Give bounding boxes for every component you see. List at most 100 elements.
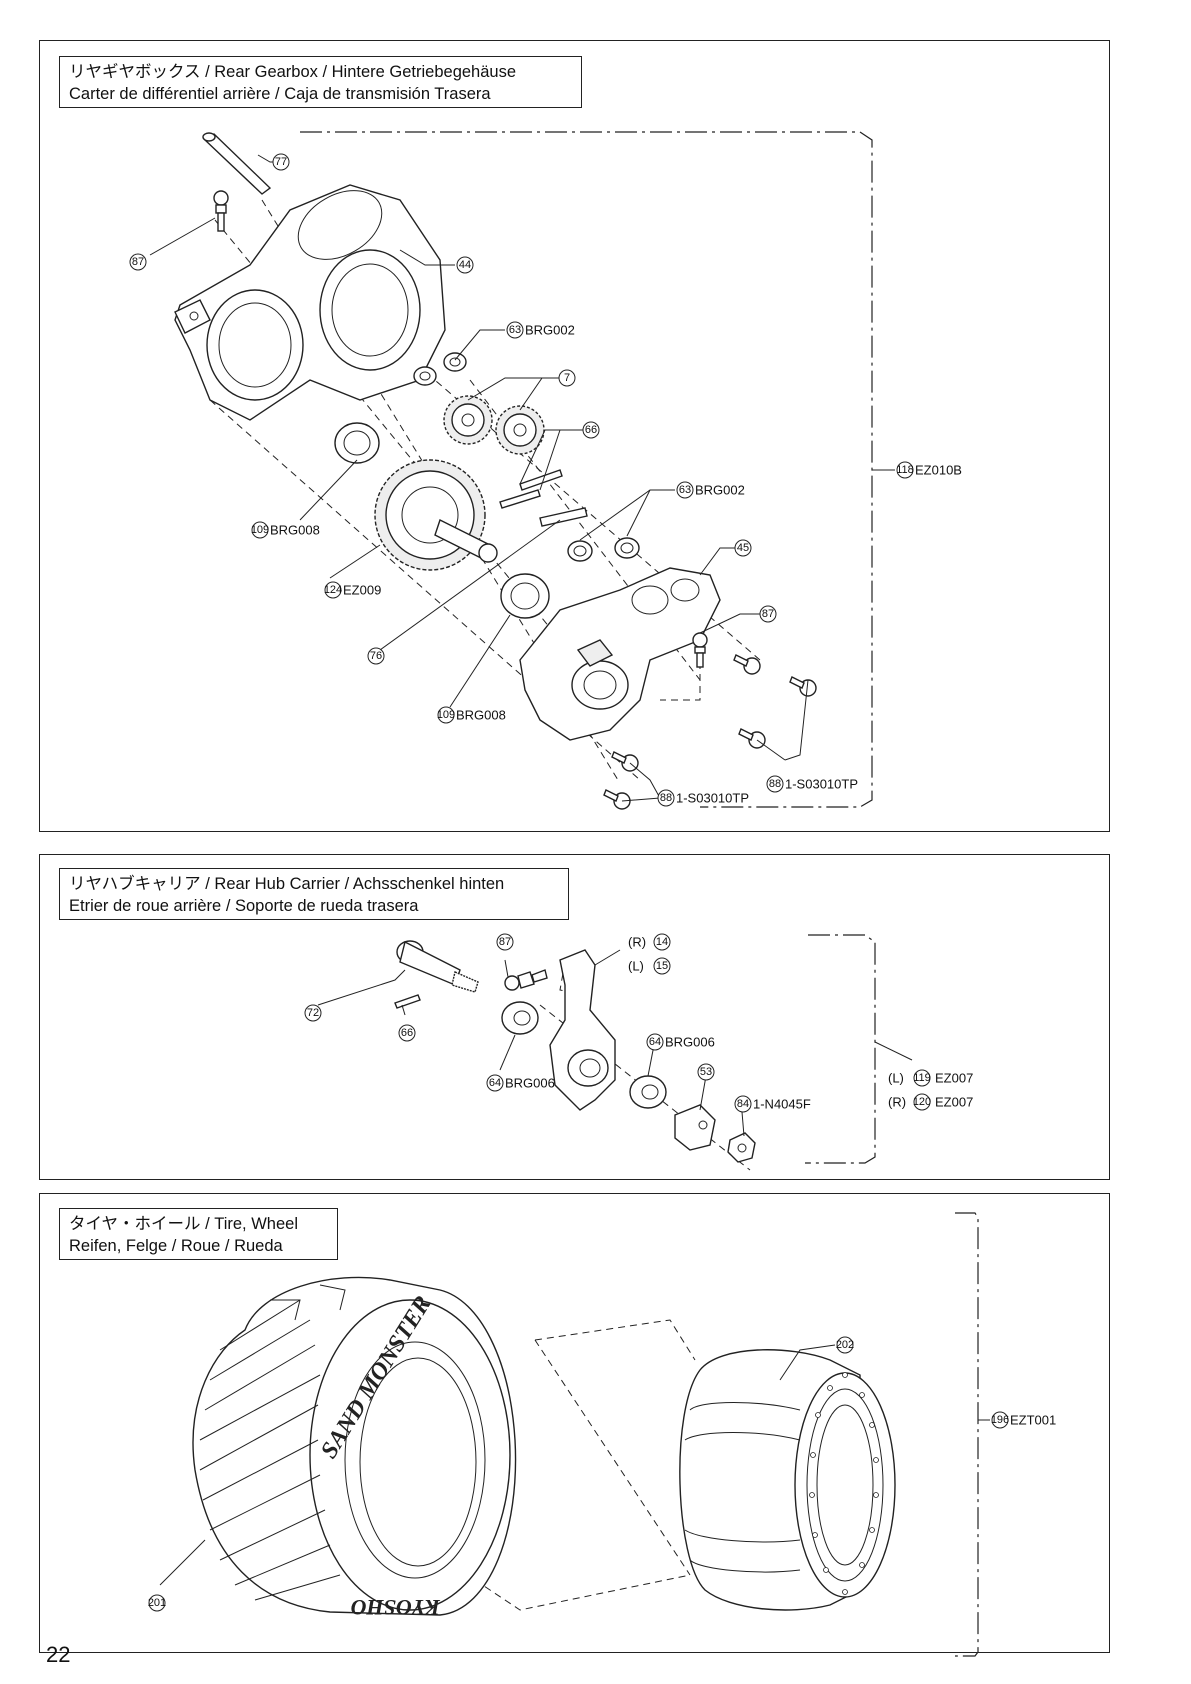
bearing-63-lower [567, 537, 640, 562]
svg-text:(R): (R) [628, 935, 646, 950]
callout-53: 53 [697, 1063, 715, 1081]
svg-text:1-N4045F: 1-N4045F [753, 1097, 811, 1112]
wheel-title-line2: Reifen, Felge / Roue / Rueda [69, 1237, 283, 1255]
svg-text:EZ007: EZ007 [935, 1095, 973, 1110]
svg-text:124: 124 [324, 584, 342, 596]
svg-text:7: 7 [564, 372, 570, 384]
callout-72: 72 [304, 1004, 322, 1022]
callout-44: 44 [456, 256, 474, 274]
callout-66-hub: 66 [398, 1024, 416, 1042]
tire-201: SAND MONSTER KYOSHO [192, 1276, 517, 1620]
wheel-title-line1: タイヤ・ホイール / Tire, Wheel [69, 1215, 298, 1233]
svg-text:(L): (L) [628, 959, 644, 974]
wheel-panel [39, 1193, 1110, 1653]
pin-77 [202, 132, 272, 195]
svg-text:BRG002: BRG002 [695, 483, 745, 498]
wheel-title: タイヤ・ホイール / Tire, Wheel Reifen, Felge / R… [59, 1208, 338, 1260]
svg-text:BRG008: BRG008 [270, 523, 320, 538]
svg-text:87: 87 [762, 608, 774, 620]
gearbox-title: リヤギヤボックス / Rear Gearbox / Hintere Getrie… [59, 56, 582, 108]
callout-77: 77 [272, 153, 290, 171]
svg-text:66: 66 [401, 1027, 413, 1039]
callout-87-housing: 87 [129, 253, 147, 271]
gearbox-title-line2: Carter de différentiel arrière / Caja de… [69, 85, 491, 103]
svg-text:87: 87 [499, 936, 511, 948]
svg-text:63: 63 [679, 484, 691, 496]
callout-45: 45 [734, 539, 752, 557]
svg-text:15: 15 [656, 960, 668, 972]
callout-202: 202 [836, 1336, 854, 1354]
svg-text:53: 53 [700, 1066, 712, 1078]
bearing-64-left [501, 1001, 539, 1035]
hub-title: リヤハブキャリア / Rear Hub Carrier / Achsschenk… [59, 868, 569, 920]
svg-text:44: 44 [459, 259, 471, 271]
gear-cover-45 [519, 567, 721, 741]
hub-panel [39, 854, 1110, 1180]
callout-66: 66 [582, 421, 600, 439]
svg-text:14: 14 [656, 936, 668, 948]
callout-63-upper: 63 BRG002 [506, 321, 575, 339]
svg-text:109: 109 [437, 709, 455, 721]
hub-assembly-bracket [805, 934, 876, 1164]
svg-text:1-S03010TP: 1-S03010TP [785, 777, 858, 792]
callout-201: 201 [148, 1594, 166, 1612]
svg-text:201: 201 [148, 1597, 166, 1609]
svg-text:BRG008: BRG008 [456, 708, 506, 723]
svg-text:EZ009: EZ009 [343, 583, 381, 598]
callout-15: (L) 15 [628, 957, 671, 975]
svg-text:EZ010B: EZ010B [915, 463, 962, 478]
callout-87-cover: 87 [759, 605, 777, 623]
wheel-assembly-bracket [955, 1212, 979, 1657]
svg-text:63: 63 [509, 324, 521, 336]
svg-text:76: 76 [370, 650, 382, 662]
callout-14: (R) 14 [628, 933, 671, 951]
svg-text:64: 64 [489, 1077, 501, 1089]
svg-text:77: 77 [275, 156, 287, 168]
ball-stud-87 [213, 190, 229, 232]
svg-text:66: 66 [585, 424, 597, 436]
svg-text:BRG002: BRG002 [525, 323, 575, 338]
svg-text:87: 87 [132, 256, 144, 268]
svg-text:88: 88 [769, 778, 781, 790]
svg-text:(R): (R) [888, 1095, 906, 1110]
bearing-109-left [334, 422, 380, 464]
svg-text:202: 202 [836, 1339, 854, 1351]
callout-7: 7 [558, 369, 576, 387]
callout-64-right: 64 BRG006 [646, 1033, 715, 1051]
callout-87-hub: 87 [496, 933, 514, 951]
svg-text:1-S03010TP: 1-S03010TP [676, 791, 749, 806]
idler-gear-7 [443, 395, 545, 455]
svg-text:109: 109 [251, 524, 269, 536]
hub-carrier-14-15 [549, 949, 616, 1111]
callout-63-lower: 63 BRG002 [676, 481, 745, 499]
svg-text:119: 119 [913, 1072, 931, 1084]
axle-72 [396, 940, 479, 993]
shaft-76 [539, 507, 588, 527]
pin-66-hub [394, 994, 421, 1009]
svg-text:64: 64 [649, 1036, 661, 1048]
differential-124 [374, 459, 498, 571]
hub-title-line2: Etrier de roue arrière / Soporte de rued… [69, 897, 419, 915]
svg-text:196: 196 [991, 1414, 1009, 1426]
svg-text:118: 118 [896, 464, 914, 476]
svg-text:72: 72 [307, 1007, 319, 1019]
wheel-hex-53 [674, 1104, 716, 1151]
gear-housing-44 [174, 184, 446, 421]
page-number: 22 [46, 1642, 71, 1667]
gearbox-title-line1: リヤギヤボックス / Rear Gearbox / Hintere Getrie… [69, 63, 517, 81]
ball-stud-87-hub [504, 969, 548, 991]
tire-maker-text: KYOSHO [351, 1595, 441, 1620]
gearbox-panel [39, 40, 1110, 832]
svg-text:BRG006: BRG006 [665, 1035, 715, 1050]
bearing-63-upper [413, 352, 467, 386]
hub-title-line1: リヤハブキャリア / Rear Hub Carrier / Achsschenk… [69, 875, 505, 893]
